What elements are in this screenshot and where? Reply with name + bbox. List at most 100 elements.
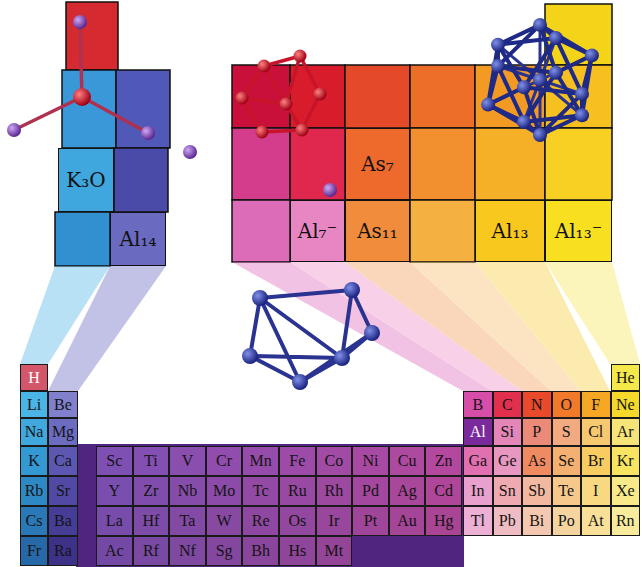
element-symbol: Mt: [325, 542, 344, 560]
element-symbol: Br: [588, 452, 604, 470]
aluminium-atom: [549, 66, 563, 80]
cluster-label: Al₇⁻: [298, 220, 337, 242]
arsenic-atom: [280, 98, 293, 111]
superatom-cell: [290, 128, 345, 200]
aluminium-atom: [575, 108, 589, 122]
element-cell: Tc: [242, 476, 279, 506]
element-cell: Ag: [389, 476, 426, 506]
element-cell: Ru: [279, 476, 316, 506]
superatom-cell: [62, 70, 116, 148]
icosahedron-frame: [488, 25, 592, 135]
cluster-label: As₇: [361, 153, 394, 175]
element-cell: W: [206, 506, 243, 536]
element-cell: Sg: [206, 536, 243, 566]
element-symbol: Ra: [54, 542, 72, 560]
superatom-cell: [410, 65, 475, 128]
element-symbol: Sn: [499, 482, 516, 500]
element-symbol: Zr: [143, 482, 158, 500]
mapping-band: [545, 262, 640, 364]
superatom-cell: [114, 148, 168, 212]
superatom-cell: [232, 200, 290, 262]
potassium-atom: [183, 145, 197, 159]
element-cell: Rb: [20, 476, 48, 506]
element-symbol: Cd: [434, 482, 453, 500]
cluster-label: Al₁₃⁻: [555, 220, 602, 242]
potassium-atom: [7, 123, 21, 137]
element-symbol: Hf: [142, 512, 159, 530]
element-cell: Ac: [96, 536, 133, 566]
element-symbol: Mg: [52, 423, 74, 441]
element-symbol: Y: [109, 482, 121, 500]
aluminium-atom: [491, 38, 505, 52]
element-symbol: Zn: [435, 452, 453, 470]
aluminium-atom: [252, 290, 268, 306]
element-cell: Nb: [169, 476, 206, 506]
element-cell: S: [552, 418, 582, 446]
aluminium-atom: [344, 282, 360, 298]
element-symbol: Ni: [362, 452, 378, 470]
element-symbol: Tc: [253, 482, 269, 500]
element-symbol: Li: [27, 396, 41, 414]
element-cell: Si: [493, 418, 523, 446]
bond: [14, 97, 82, 130]
arsenic-atom: [236, 92, 249, 105]
element-cell: Co: [316, 446, 353, 476]
element-symbol: P: [532, 423, 541, 441]
element-symbol: Ti: [144, 452, 158, 470]
element-symbol: Cr: [216, 452, 232, 470]
element-cell: Mg: [48, 418, 78, 446]
bond: [82, 97, 148, 133]
element-cell: La: [96, 506, 133, 536]
element-symbol: Cl: [588, 423, 603, 441]
element-symbol: Sb: [528, 482, 545, 500]
aluminium-atom: [481, 98, 495, 112]
element-cell: Cu: [389, 446, 426, 476]
element-symbol: Pd: [362, 482, 379, 500]
element-cell: At: [581, 506, 611, 536]
superatom-cell: As₇: [345, 128, 410, 200]
element-symbol: Se: [558, 452, 574, 470]
element-symbol: Co: [325, 452, 344, 470]
element-symbol: Xe: [616, 482, 635, 500]
element-symbol: N: [531, 396, 543, 414]
element-cell: K: [20, 446, 48, 476]
element-cell: Ba: [48, 506, 78, 536]
aluminium-atom: [533, 18, 547, 32]
element-cell: Y: [96, 476, 133, 506]
aluminium-atom: [292, 374, 308, 390]
element-cell: Ni: [352, 446, 389, 476]
element-symbol: In: [471, 482, 484, 500]
transition-panel: [76, 444, 464, 567]
element-cell: I: [581, 476, 611, 506]
element-cell: Al: [463, 418, 493, 446]
element-symbol: H: [28, 369, 40, 387]
element-symbol: Cs: [26, 512, 43, 530]
element-symbol: Rn: [616, 512, 635, 530]
element-cell: Sc: [96, 446, 133, 476]
element-symbol: He: [616, 369, 635, 387]
element-cell: Ge: [493, 446, 523, 476]
element-symbol: Ag: [397, 482, 417, 500]
element-symbol: Si: [501, 423, 514, 441]
element-symbol: Tl: [471, 512, 485, 530]
element-symbol: Be: [54, 396, 72, 414]
cluster-label: As₁₁: [357, 220, 398, 242]
aluminium-atom: [334, 350, 350, 366]
aluminium-atom: [533, 128, 547, 142]
superatom-cell: [55, 212, 110, 266]
element-symbol: Na: [25, 423, 44, 441]
element-cell: Se: [552, 446, 582, 476]
arsenic-atom: [314, 88, 327, 101]
element-cell: Re: [242, 506, 279, 536]
element-symbol: Kr: [617, 452, 634, 470]
element-symbol: C: [502, 396, 513, 414]
element-cell: Hs: [279, 536, 316, 566]
aluminium-atom: [517, 115, 531, 129]
element-cell: Pb: [493, 506, 523, 536]
superatom-cell: [345, 65, 410, 128]
element-symbol: Nb: [178, 482, 198, 500]
element-symbol: La: [106, 512, 123, 530]
element-symbol: Mo: [213, 482, 235, 500]
element-cell: Kr: [611, 446, 641, 476]
element-cell: Tl: [463, 506, 493, 536]
